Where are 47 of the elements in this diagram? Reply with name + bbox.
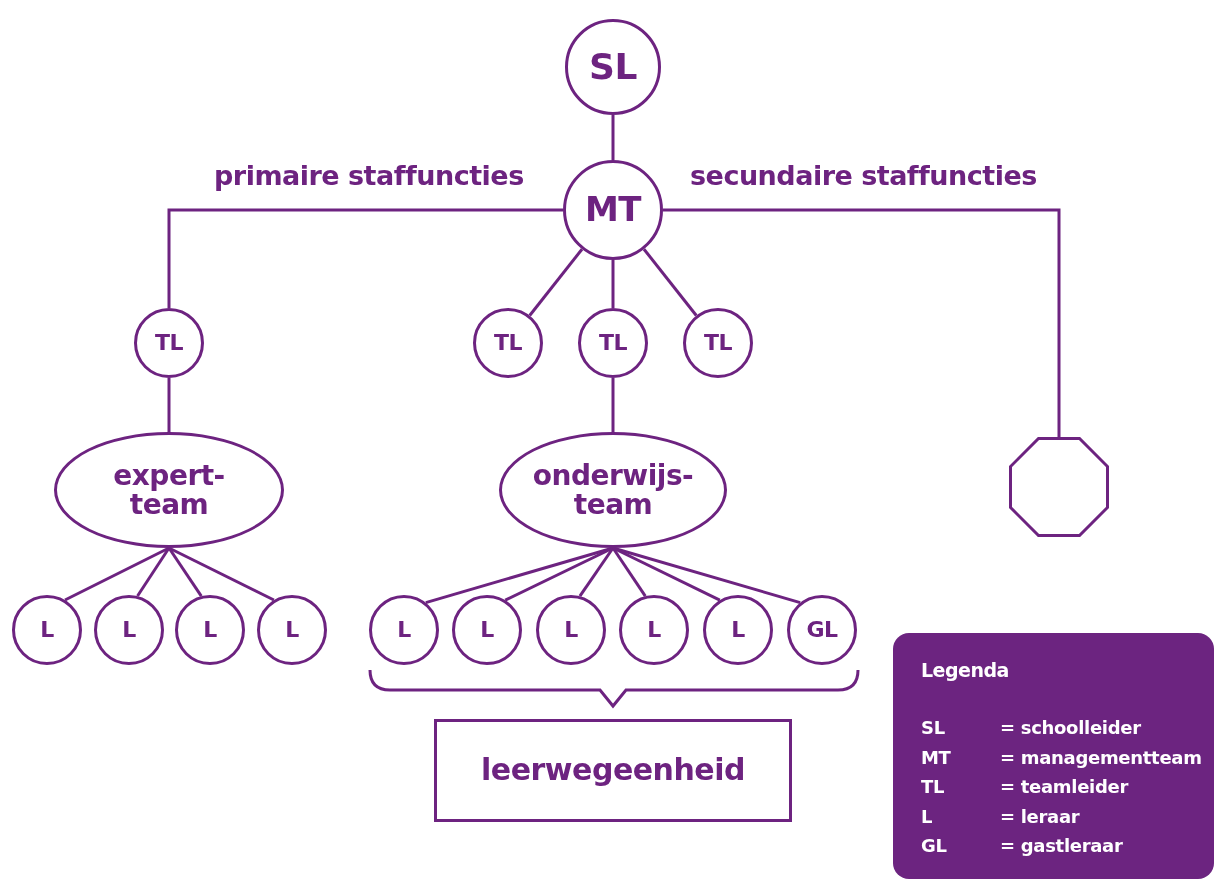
connector-line: [528, 248, 584, 317]
circle-node: L: [257, 595, 327, 665]
text-box: leerwegeenheid: [434, 718, 792, 822]
connector-line: [167, 208, 563, 308]
circle-node: L: [369, 595, 439, 665]
ellipse-node: onderwijs-team: [499, 432, 727, 548]
circle-node: GL: [787, 595, 857, 665]
connector-line: [167, 547, 203, 597]
octagon-shape: [1009, 437, 1109, 537]
legend-abbreviation: GL: [921, 835, 948, 856]
branch-label: secundaire staffuncties: [690, 160, 1037, 191]
ellipse-node: expert-team: [54, 432, 284, 548]
circle-node: L: [452, 595, 522, 665]
connector-line: [64, 546, 170, 602]
legend-abbreviation: L: [921, 805, 934, 827]
legend-definition: = leraar: [1000, 805, 1080, 827]
circle-node: L: [536, 595, 606, 665]
legend-definition: = schoolleider: [1000, 717, 1141, 738]
circle-node: TL: [578, 308, 648, 378]
connector-line: [136, 547, 171, 597]
legend-abbreviation: SL: [921, 717, 946, 738]
legend-heading: Legenda: [921, 659, 1009, 681]
legend-abbreviation: MT: [921, 746, 952, 768]
legend-definition: = gastleraar: [1000, 835, 1123, 856]
circle-node: SL: [565, 19, 661, 115]
legend-abbreviation: TL: [921, 776, 946, 797]
connector-line: [578, 547, 615, 597]
legend-definition: = managementteam: [1000, 746, 1202, 768]
circle-node: L: [94, 595, 164, 665]
connector-line: [611, 547, 647, 597]
circle-node: L: [175, 595, 245, 665]
circle-node: TL: [134, 308, 204, 378]
circle-node: L: [619, 595, 689, 665]
connector-line: [663, 208, 1061, 437]
circle-node: TL: [683, 308, 753, 378]
circle-node: L: [703, 595, 773, 665]
branch-label: primaire staffuncties: [214, 160, 524, 191]
connector-line: [611, 260, 615, 308]
connector-line: [642, 248, 698, 317]
circle-node: MT: [563, 160, 663, 260]
connector-line: [611, 378, 615, 432]
connector-line: [168, 546, 275, 602]
legend-definition: = teamleider: [1000, 776, 1128, 797]
circle-node: L: [12, 595, 82, 665]
connector-line: [611, 115, 615, 160]
circle-node: TL: [473, 308, 543, 378]
connector-line: [167, 378, 171, 432]
